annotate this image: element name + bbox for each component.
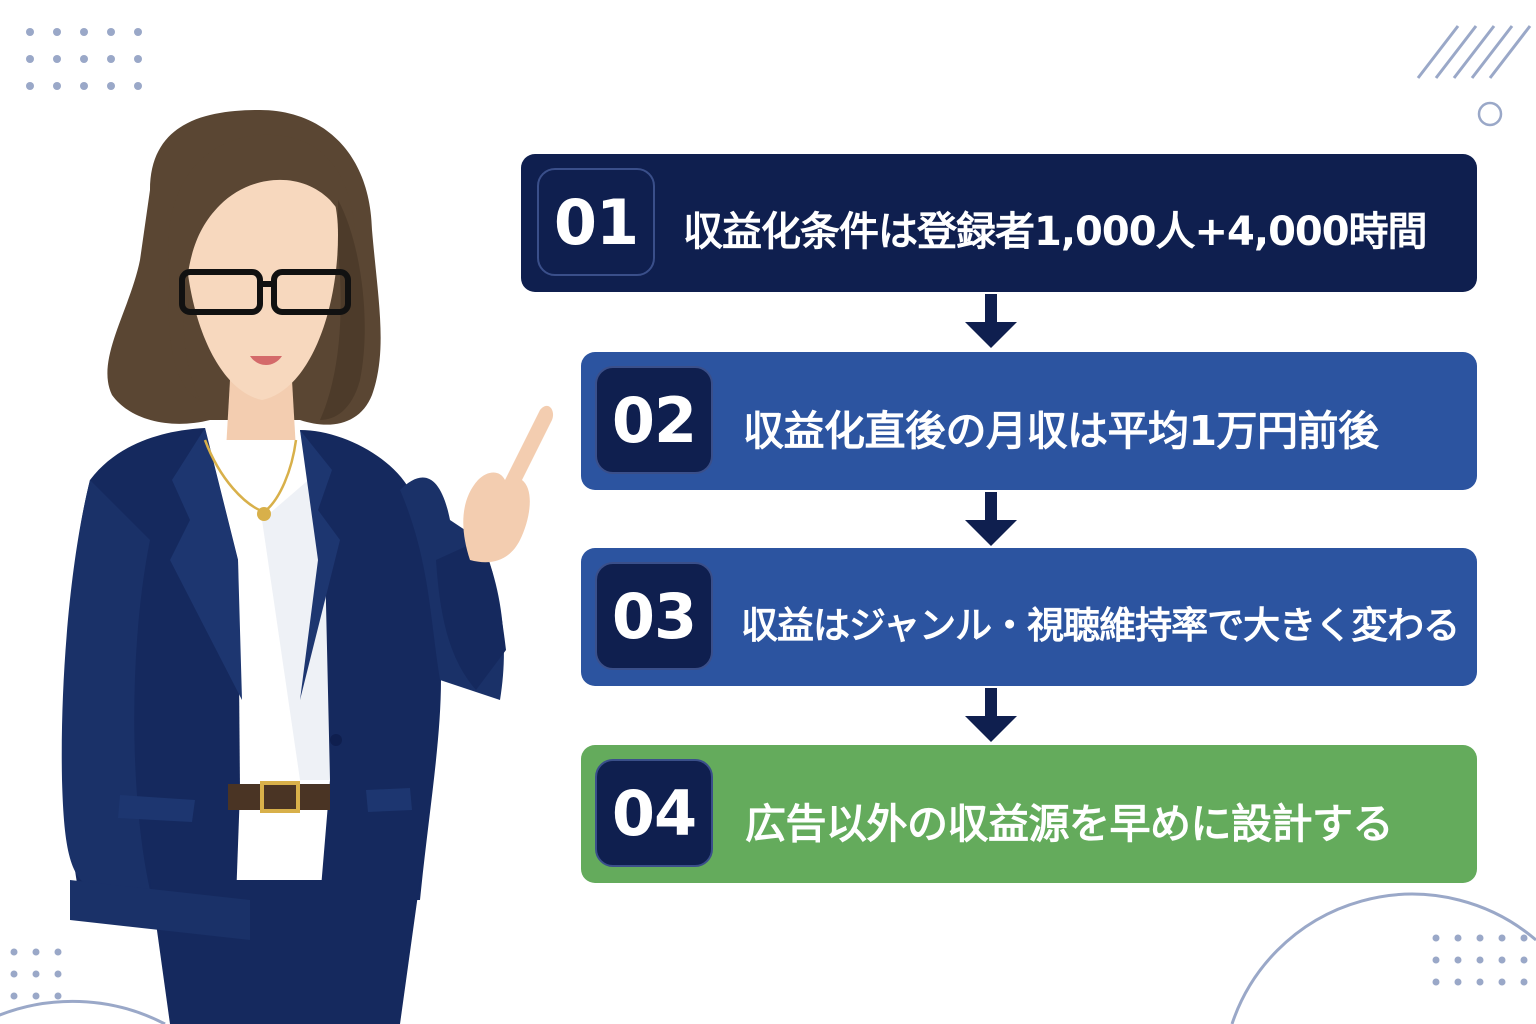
lapel-left — [170, 428, 242, 700]
arrow-down-icon — [965, 688, 1017, 742]
dot-grid-bottom-right — [1432, 934, 1528, 986]
step-number-01: 01 — [537, 168, 655, 276]
dot-grid-bottom-left — [10, 948, 62, 1000]
step-box-04: 04 広告以外の収益源を早めに設計する — [581, 745, 1477, 883]
belt — [228, 784, 330, 810]
step-text-04: 広告以外の収益源を早めに設計する — [745, 800, 1394, 848]
pocket-right — [366, 788, 412, 812]
mouth — [250, 356, 282, 365]
hair-front — [168, 134, 355, 401]
forearm-right — [436, 540, 506, 690]
hand — [463, 405, 554, 563]
step-number-03: 03 — [595, 562, 713, 670]
glasses-icon — [179, 269, 351, 315]
belt-buckle — [260, 781, 300, 813]
step-number-04: 04 — [595, 759, 713, 867]
step-text-03: 収益はジャンル・視聴維持率で大きく変わる — [741, 604, 1460, 647]
arm-left — [61, 480, 150, 890]
step-box-03: 03 収益はジャンル・視聴維持率で大きく変わる — [581, 548, 1477, 686]
step-box-01: 01 収益化条件は登録者1,000人+4,000時間 — [521, 154, 1477, 292]
jacket-button — [330, 734, 342, 746]
neck — [226, 380, 296, 450]
pendant — [257, 507, 271, 521]
dot-grid-top-left — [26, 28, 142, 90]
step-text-02: 収益化直後の月収は平均1万円前後 — [743, 407, 1379, 455]
businesswoman-pointing-illustration — [61, 110, 554, 1024]
step-box-02: 02 収益化直後の月収は平均1万円前後 — [581, 352, 1477, 490]
arc-bottom-right — [1230, 892, 1536, 1024]
arc-bottom-left — [0, 999, 166, 1024]
pocket-left — [118, 795, 195, 822]
step-number-02: 02 — [595, 366, 713, 474]
lapel-right — [300, 430, 340, 700]
diagonal-lines-top-right — [1416, 25, 1532, 79]
step-text-01: 収益化条件は登録者1,000人+4,000時間 — [683, 209, 1428, 255]
arrow-down-icon — [965, 294, 1017, 348]
ring-top-right — [1477, 101, 1503, 127]
jacket-hem — [70, 880, 250, 940]
arrow-down-icon — [965, 492, 1017, 546]
